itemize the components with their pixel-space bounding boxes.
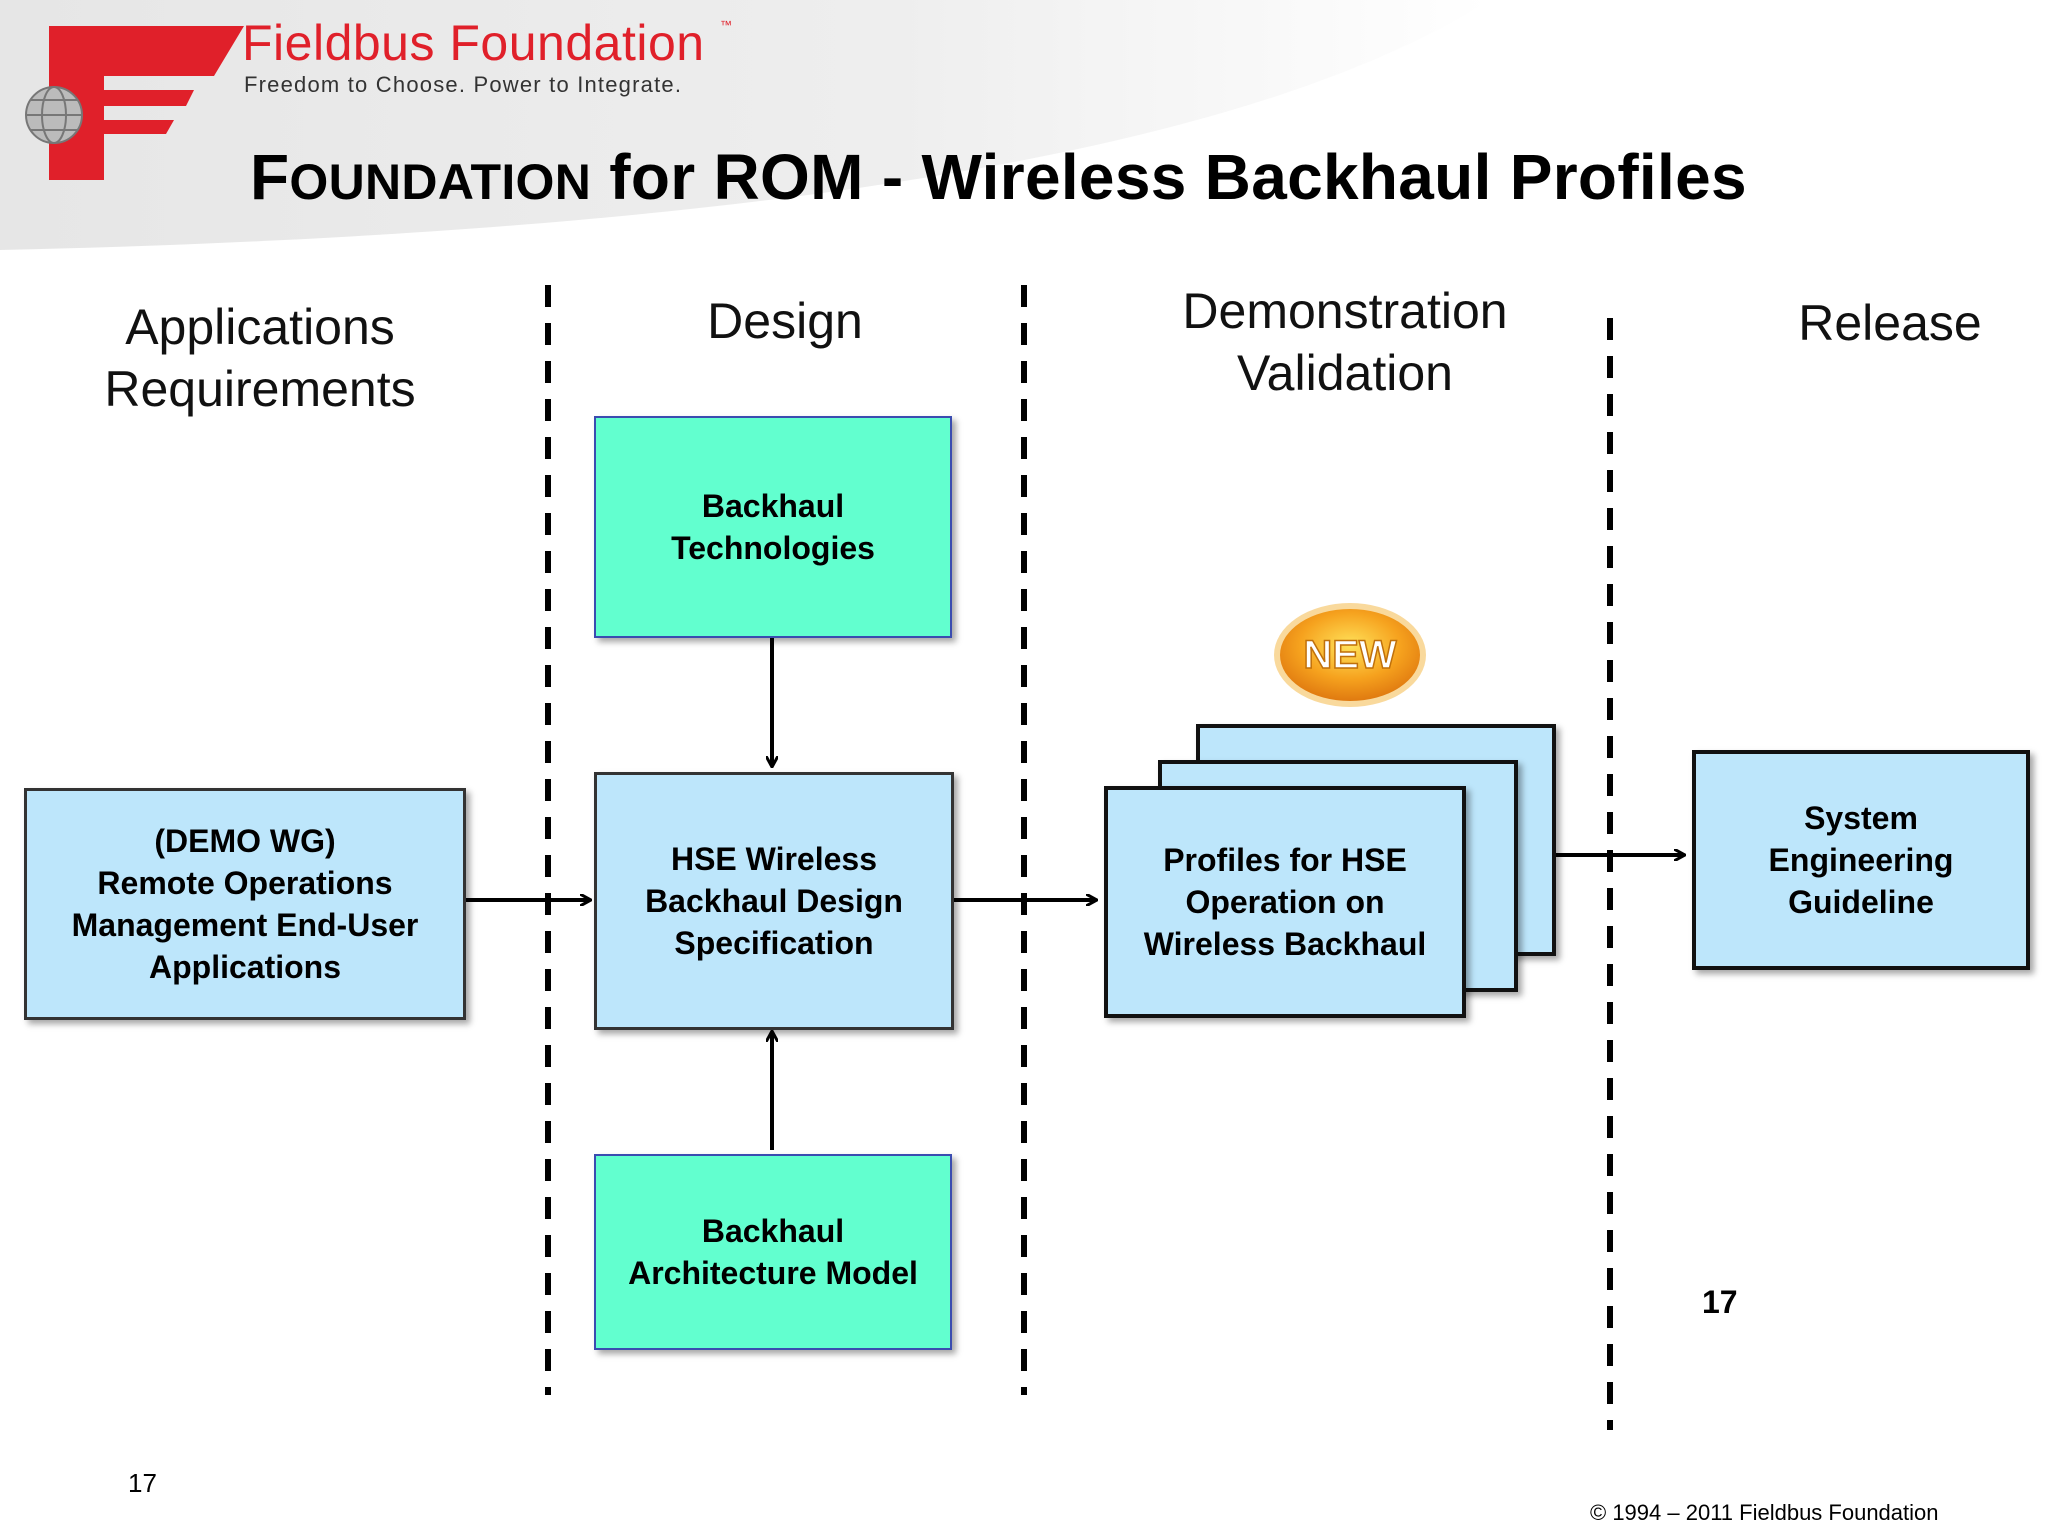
box-profiles-label: Profiles for HSE Operation on Wireless B… xyxy=(1143,842,1427,962)
header-swoosh xyxy=(0,0,1490,250)
box-profiles: Profiles for HSE Operation on Wireless B… xyxy=(1104,786,1466,1018)
fieldbus-logo xyxy=(25,26,244,180)
box-system-guideline: System Engineering Guideline xyxy=(1692,750,2030,970)
box-backhaul-architecture: Backhaul Architecture Model xyxy=(594,1154,952,1350)
brand-trademark: ™ xyxy=(720,18,732,32)
box-backhaul-architecture-label: Backhaul Architecture Model xyxy=(628,1213,918,1291)
globe-icon xyxy=(25,86,83,144)
column-heading-design: Design xyxy=(707,293,863,349)
copyright: © 1994 – 2011 Fieldbus Foundation xyxy=(1590,1500,1939,1525)
title-smallcaps: OUNDATION xyxy=(289,154,592,210)
column-heading-applications: Applications Requirements xyxy=(104,299,416,417)
box-demo-wg-label: (DEMO WG) Remote Operations Management E… xyxy=(71,823,419,985)
column-heading-demonstration: Demonstration Validation xyxy=(1182,283,1508,401)
new-badge-icon: NEW xyxy=(1274,603,1426,707)
box-backhaul-technologies-label: Backhaul Technologies xyxy=(671,488,875,566)
title-cap: F xyxy=(250,141,290,213)
box-system-guideline-label: System Engineering Guideline xyxy=(1768,800,1954,920)
box-backhaul-technologies: Backhaul Technologies xyxy=(594,416,952,638)
slide-number: 17 xyxy=(128,1468,157,1498)
inner-slide-number: 17 xyxy=(1702,1284,1738,1320)
title-rest: for ROM - Wireless Backhaul Profiles xyxy=(591,141,1747,213)
column-heading-release: Release xyxy=(1798,295,1982,351)
brand-name: Fieldbus Foundation xyxy=(242,15,705,71)
page-title: FOUNDATION for ROM - Wireless Backhaul P… xyxy=(250,140,1747,214)
brand-tagline: Freedom to Choose. Power to Integrate. xyxy=(244,72,683,97)
box-demo-wg: (DEMO WG) Remote Operations Management E… xyxy=(24,788,466,1020)
new-badge-label: NEW xyxy=(1303,633,1397,677)
box-hse-spec-label: HSE Wireless Backhaul Design Specificati… xyxy=(645,841,903,961)
box-hse-spec: HSE Wireless Backhaul Design Specificati… xyxy=(594,772,954,1030)
